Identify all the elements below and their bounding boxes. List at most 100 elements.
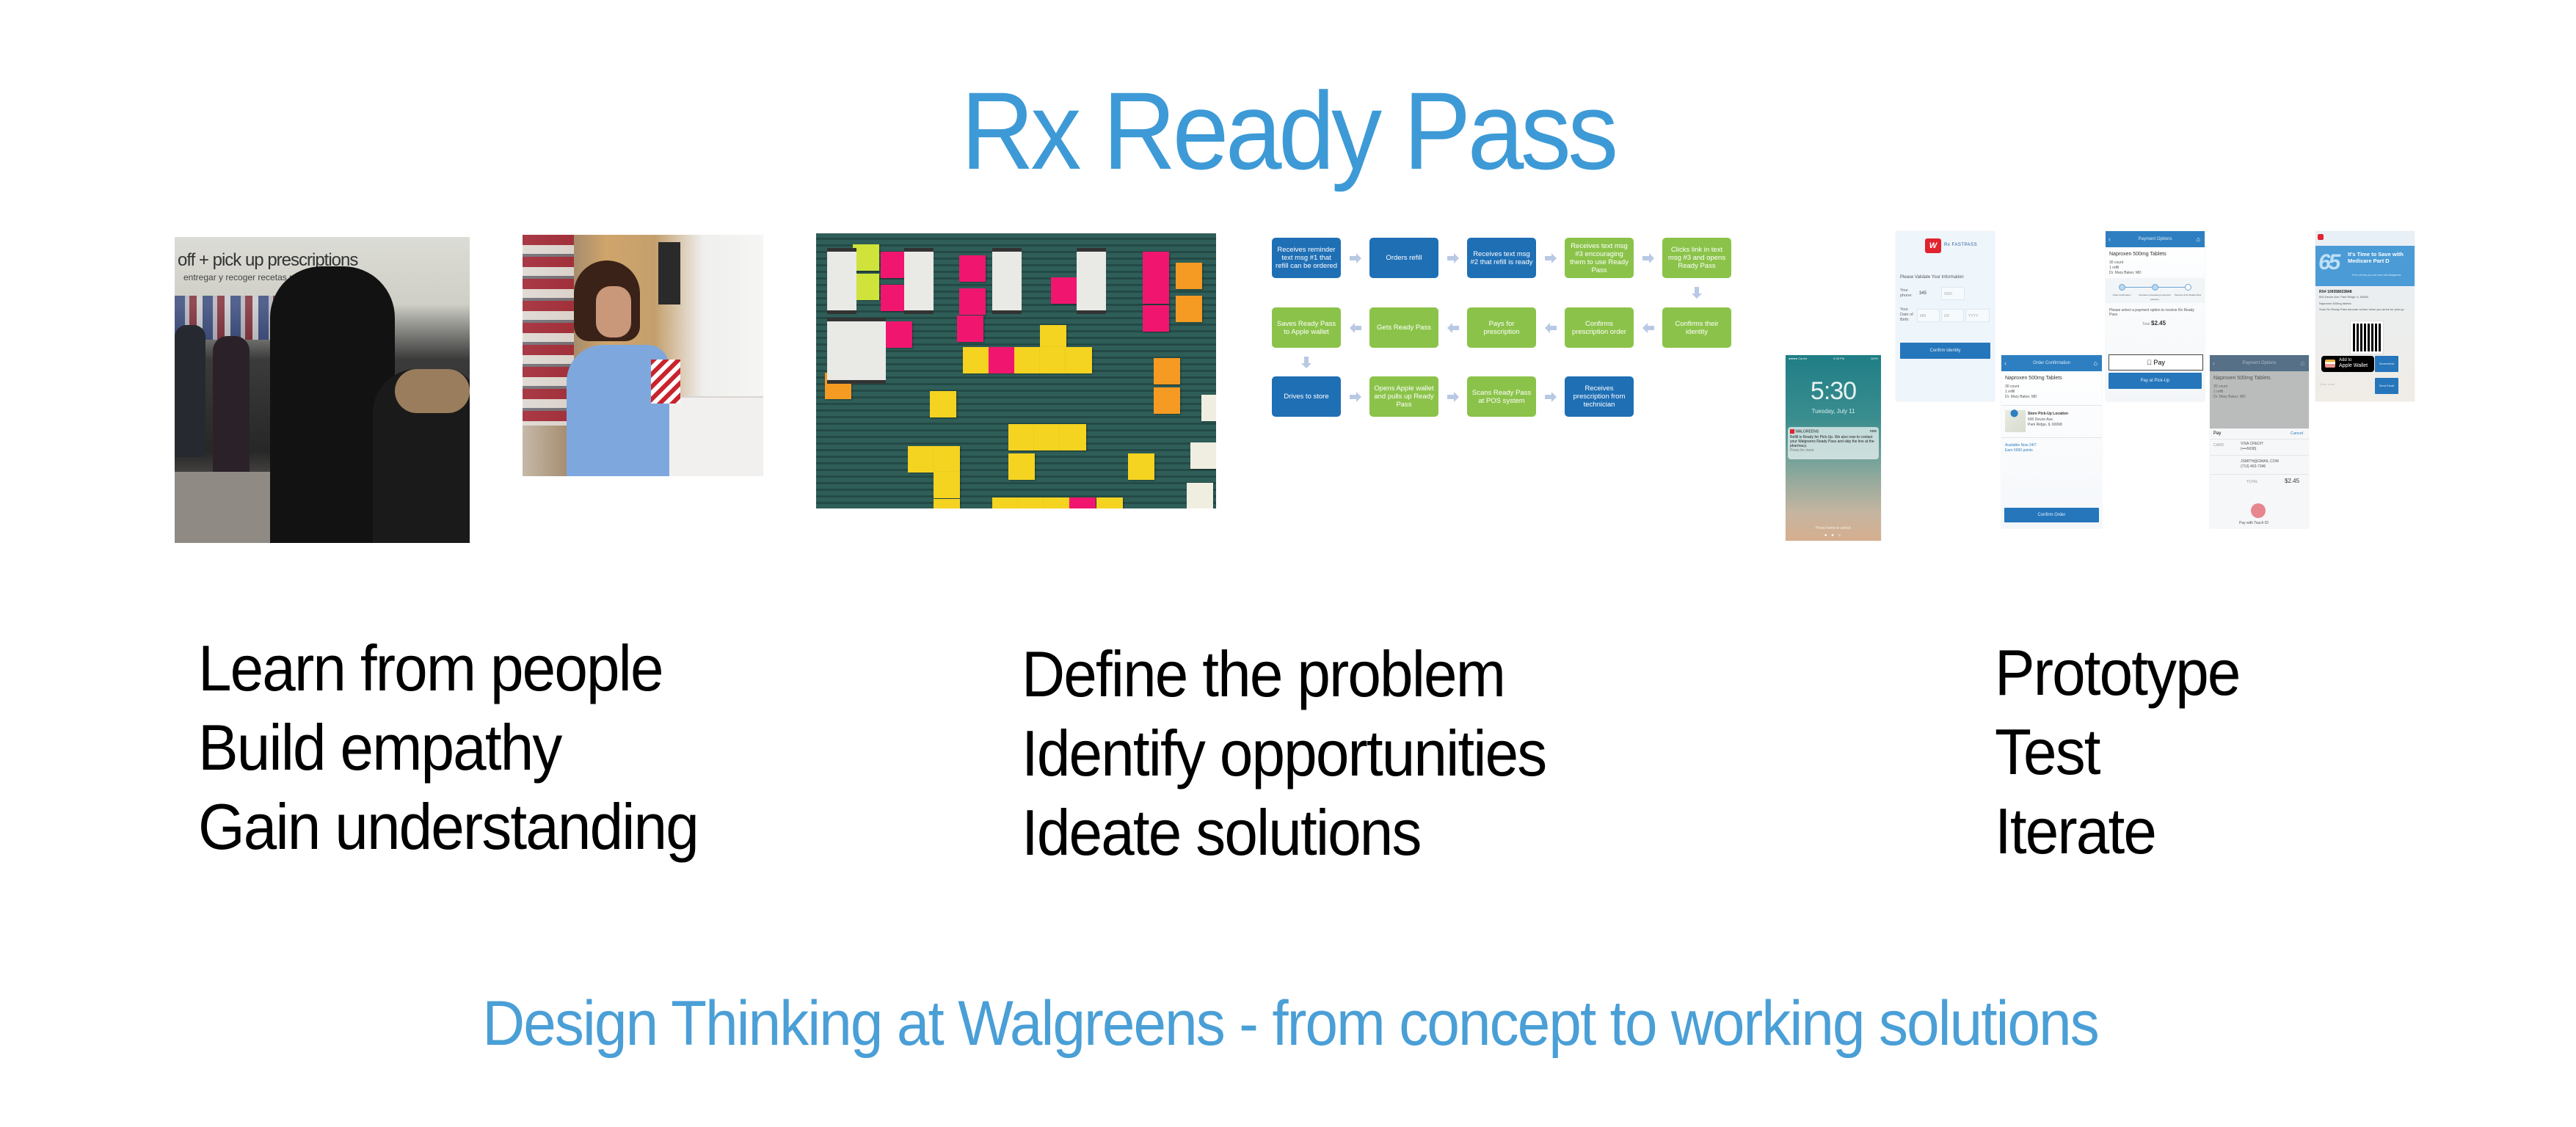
progress-step-3	[2185, 284, 2191, 291]
flow-step: Confirms their identity	[1662, 307, 1731, 348]
striped-bag	[651, 360, 680, 404]
map-thumbnail	[2005, 410, 2026, 432]
home-icon[interactable]: ⌂	[2093, 360, 2097, 367]
phone-prefix: 345	[1919, 291, 1927, 296]
pharmacist-face	[596, 286, 631, 338]
notification-time: now	[1869, 429, 1877, 434]
sticky-note	[1143, 305, 1169, 332]
sticky-note	[1018, 497, 1044, 508]
flow-arrow-icon	[1447, 392, 1459, 402]
sticky-note	[1040, 347, 1066, 373]
sticky-note	[959, 288, 986, 315]
shelf	[523, 235, 574, 426]
dob-year-input[interactable]: YYYY	[1965, 309, 1990, 322]
pay-at-pickup-button[interactable]: Pay at Pick-Up	[2109, 373, 2202, 389]
pharmacy-line-photo: off + pick up prescriptions entregar y r…	[175, 237, 470, 543]
pharmacist-photo	[523, 235, 763, 476]
confirm-identity-button[interactable]: Confirm Identity	[1900, 343, 1990, 359]
flow-step: Receives text msg #2 that refill is read…	[1467, 238, 1536, 278]
home-icon[interactable]: ⌂	[2300, 360, 2304, 367]
dob-month-input[interactable]: MM	[1917, 309, 1940, 322]
email-input[interactable]: Enter email	[2320, 382, 2335, 386]
sticky-note	[886, 321, 912, 348]
tagline: Design Thinking at Walgreens - from conc…	[482, 988, 2099, 1059]
sticky-note	[1128, 453, 1154, 480]
send-email-button[interactable]: Send Email	[2375, 378, 2398, 394]
flow-arrow-icon	[1642, 323, 1654, 333]
sticky-note	[934, 499, 960, 508]
phase-line: Learn from people	[198, 632, 663, 704]
flow-step: Receives reminder text msg #1 that refil…	[1272, 238, 1341, 278]
drug-count: 30 count	[2005, 384, 2020, 389]
divider	[2001, 405, 2102, 406]
flow-arrow-icon	[1691, 287, 1703, 299]
phase-define-ideate: Define the problem Identify opportunitie…	[1022, 635, 1547, 872]
sticky-note	[1190, 442, 1216, 469]
screenshot-button[interactable]: Screenshot	[2375, 356, 2398, 372]
sticky-note	[1014, 347, 1041, 373]
touch-id-label: Pay with Touch ID	[2239, 521, 2268, 525]
add-to-apple-wallet-button[interactable]: Add to Apple Wallet	[2321, 356, 2374, 372]
flow-arrow-icon	[1300, 357, 1312, 368]
drug-count: 30 count	[2109, 260, 2124, 265]
divider	[2210, 439, 2309, 440]
progress-step-1	[2119, 284, 2125, 291]
fingerprint-icon[interactable]	[2251, 503, 2266, 518]
progress-tracker: Order confirmation Insurance processing …	[2106, 278, 2205, 303]
sticky-note	[1176, 263, 1202, 289]
apple-pay-button[interactable]:  Pay	[2109, 354, 2203, 371]
walgreens-logo-icon	[2318, 234, 2324, 240]
sticky-note	[934, 446, 960, 473]
drug-name: Naproxen 500mg Tablets	[2109, 252, 2166, 257]
paper-wireframe	[856, 318, 886, 384]
flow-arrow-icon	[1350, 253, 1361, 263]
drug-count: 30 count	[2213, 384, 2228, 389]
sticky-note	[1044, 497, 1070, 508]
contact-email[interactable]: JSMITH@GMAIL.COM	[2241, 459, 2279, 464]
home-icon[interactable]: ⌂	[2196, 236, 2200, 243]
flow-step: Clicks link in text msg #3 and opens Rea…	[1662, 238, 1731, 278]
map-pin-icon: ⬤	[2010, 409, 2019, 417]
apple-icon: 	[2147, 359, 2152, 366]
header-title: Order Confirmation	[2032, 361, 2071, 365]
back-icon[interactable]: ‹	[2213, 360, 2215, 367]
dob-day-input[interactable]: DD	[1941, 309, 1964, 322]
header-title: Payment Options	[2242, 361, 2277, 365]
back-icon[interactable]: ‹	[2109, 236, 2111, 243]
flow-arrow-icon	[1545, 253, 1557, 263]
progress-step-2	[2152, 284, 2158, 291]
card-name[interactable]: VISA CREDIT	[2241, 442, 2264, 446]
total-label: TOTAL	[2246, 480, 2258, 484]
drug-doctor: Dr. Mary Baker, MD	[2213, 395, 2246, 399]
sticky-note	[959, 255, 986, 282]
notification-body: Refill is Ready for Pick-Up. We also now…	[1790, 435, 1874, 449]
sticky-note	[1154, 358, 1180, 384]
drug-refill: 1 refill	[2005, 390, 2015, 394]
unlock-hint: Press home to unlock	[1815, 526, 1852, 530]
sticky-note	[934, 472, 960, 498]
apple-pay-label: Pay	[2150, 359, 2165, 366]
store-title: Store Pick-Up Location	[2028, 412, 2069, 416]
phase-line: Prototype	[1995, 636, 2241, 709]
flow-step: Pays for prescription	[1467, 307, 1536, 348]
availability-text: Available Now 24/7	[2005, 443, 2037, 448]
wallet-button-line2: Apple Wallet	[2339, 363, 2368, 368]
sticky-note	[1034, 424, 1060, 451]
wallet-button-line1: Add to	[2339, 358, 2352, 362]
banner-number: 65	[2318, 250, 2340, 274]
page-dots: ● ● ○	[1824, 533, 1843, 538]
paper-wireframe	[827, 248, 856, 314]
scan-instruction: Scan Rx Ready Pass barcode at time when …	[2319, 307, 2405, 311]
sticky-note	[1008, 424, 1035, 451]
back-icon[interactable]: ‹	[2004, 360, 2006, 367]
phone-input[interactable]: 0000	[1941, 287, 1965, 300]
banner-title: It's Time to Save with Medicare Part D	[2348, 251, 2404, 264]
phase-line: Identify opportunities	[1022, 717, 1547, 789]
confirm-order-button[interactable]: Confirm Order	[2004, 508, 2099, 522]
store-address: 600 Devon Ave, Park Ridge, IL 60068	[2319, 295, 2368, 299]
notification[interactable]: WALGREENS now Refill is Ready for Pick-U…	[1788, 427, 1879, 459]
cancel-button[interactable]: Cancel	[2291, 431, 2304, 436]
counter	[651, 396, 763, 476]
drug-name: Naproxen 500mg Tablets	[2213, 376, 2271, 381]
drug-doctor: Dr. Mary Baker, MD	[2005, 395, 2037, 399]
